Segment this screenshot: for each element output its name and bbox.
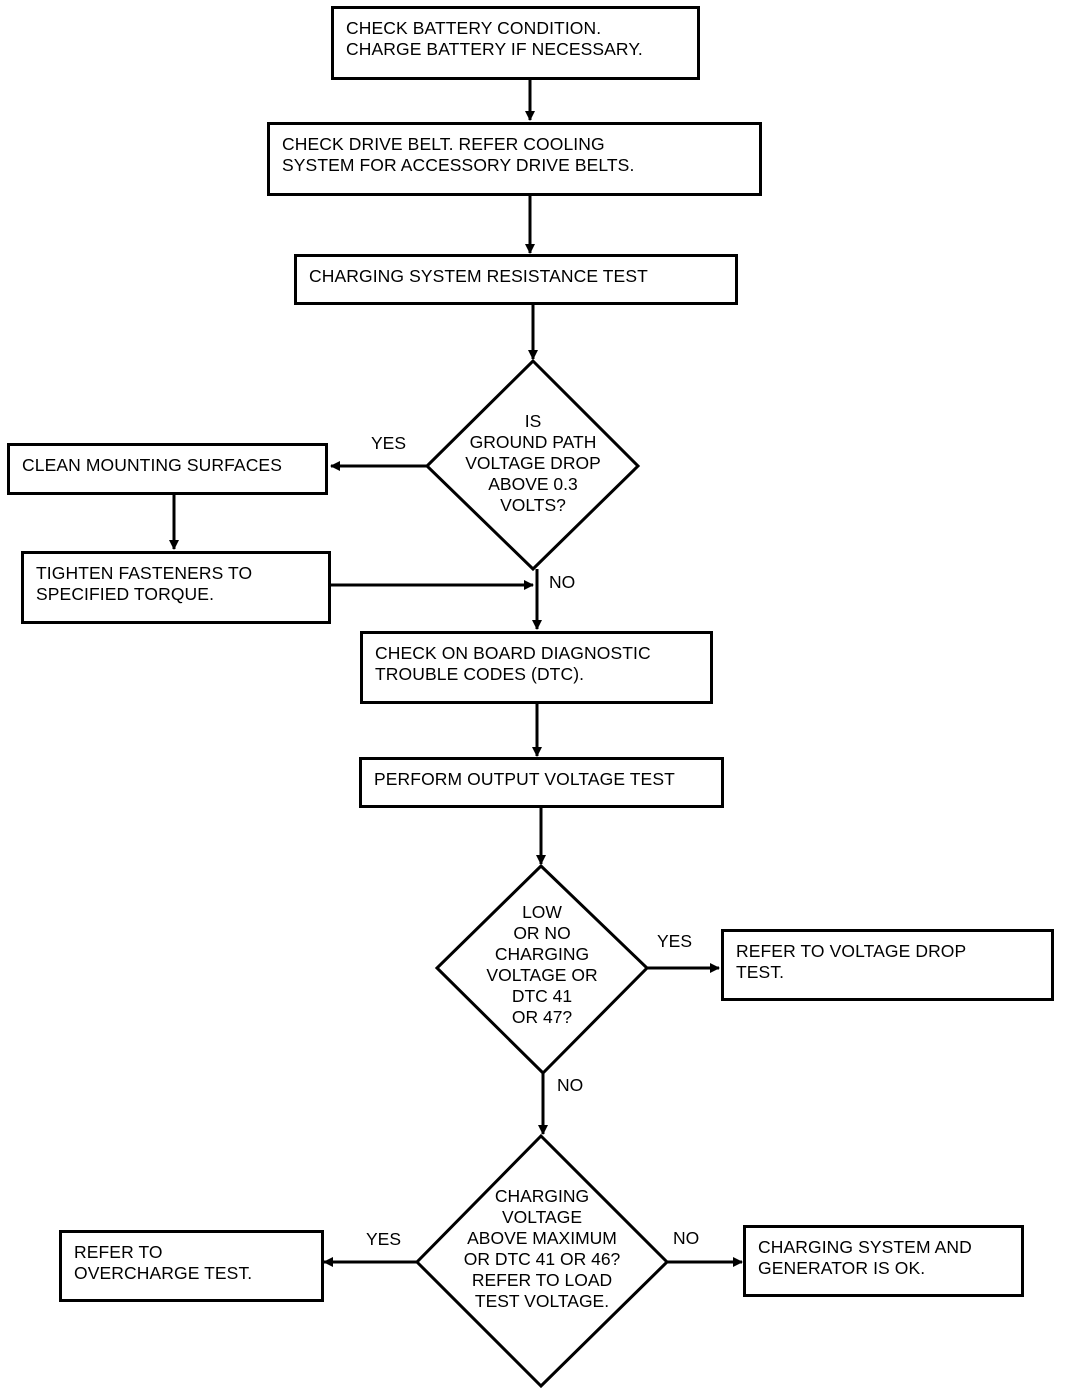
decision-text-line: OR DTC 41 OR 46? [463, 1249, 621, 1269]
step-text-line: CHECK ON BOARD DIAGNOSTIC [375, 643, 651, 663]
decision-text-line: ABOVE 0.3 [488, 474, 578, 494]
decision-ground-diamond [424, 358, 641, 572]
step-system-ok: CHARGING SYSTEM AND GENERATOR IS OK. [743, 1225, 1024, 1297]
edge-label-low-yes: YES [657, 931, 693, 951]
step-text-line: GENERATOR IS OK. [758, 1258, 926, 1278]
step-tighten-fasteners: TIGHTEN FASTENERS TO SPECIFIED TORQUE. [21, 551, 331, 624]
step-text-line: CHARGE BATTERY IF NECESSARY. [346, 39, 643, 59]
decision-ground-text: IS GROUND PATH VOLTAGE DROP ABOVE 0.3 VO… [443, 411, 623, 516]
step-text-line: CHECK BATTERY CONDITION. [346, 18, 602, 38]
decision-text-line: CHARGING [494, 944, 590, 964]
decision-text-line: IS [524, 411, 542, 431]
decision-text-line: DTC 41 [511, 986, 573, 1006]
step-text-line: PERFORM OUTPUT VOLTAGE TEST [374, 769, 675, 789]
decision-text-line: CHARGING [494, 1186, 590, 1206]
step-refer-voltage-drop: REFER TO VOLTAGE DROP TEST. [721, 929, 1054, 1001]
decision-above-diamond [414, 1133, 670, 1389]
step-text-line: CHARGING SYSTEM RESISTANCE TEST [309, 266, 648, 286]
step-text-line: REFER TO VOLTAGE DROP [736, 941, 967, 961]
step-text-line: CLEAN MOUNTING SURFACES [22, 455, 282, 475]
step-check-drive-belt: CHECK DRIVE BELT. REFER COOLING SYSTEM F… [267, 122, 762, 196]
decision-text-line: VOLTAGE DROP [465, 453, 601, 473]
step-text-line: REFER TO [74, 1242, 163, 1262]
step-refer-overcharge: REFER TO OVERCHARGE TEST. [59, 1230, 324, 1302]
step-check-battery: CHECK BATTERY CONDITION. CHARGE BATTERY … [331, 6, 700, 80]
step-resistance-test: CHARGING SYSTEM RESISTANCE TEST [294, 254, 738, 305]
step-text-line: TIGHTEN FASTENERS TO [36, 563, 253, 583]
edge-label-above-no: NO [673, 1228, 700, 1248]
step-text-line: TEST. [736, 962, 785, 982]
decision-text-line: VOLTAGE OR [486, 965, 598, 985]
decision-text-line: GROUND PATH [469, 432, 597, 452]
step-text-line: CHARGING SYSTEM AND [758, 1237, 972, 1257]
edge-label-low-no: NO [557, 1075, 584, 1095]
decision-text-line: REFER TO LOAD [471, 1270, 613, 1290]
edge-label-ground-yes: YES [371, 433, 407, 453]
decision-text-line: LOW [522, 902, 562, 922]
decision-text-line: VOLTS? [500, 495, 566, 515]
edge-label-ground-no: NO [549, 572, 576, 592]
edge-label-above-yes: YES [366, 1229, 402, 1249]
decision-text-line: OR 47? [511, 1007, 573, 1027]
step-text-line: CHECK DRIVE BELT. REFER COOLING [282, 134, 605, 154]
step-text-line: OVERCHARGE TEST. [74, 1263, 253, 1283]
step-text-line: SYSTEM FOR ACCESSORY DRIVE BELTS. [282, 155, 635, 175]
decision-text-line: ABOVE MAXIMUM [467, 1228, 617, 1248]
step-clean-mounting-surfaces: CLEAN MOUNTING SURFACES [7, 443, 328, 495]
decision-text-line: TEST VOLTAGE. [474, 1291, 610, 1311]
step-text-line: SPECIFIED TORQUE. [36, 584, 215, 604]
decision-text-line: OR NO [513, 923, 571, 943]
decision-low-diamond [434, 863, 650, 1076]
step-check-dtc: CHECK ON BOARD DIAGNOSTIC TROUBLE CODES … [360, 631, 713, 704]
decision-low-text: LOW OR NO CHARGING VOLTAGE OR DTC 41 OR … [452, 902, 632, 1028]
step-text-line: TROUBLE CODES (DTC). [375, 664, 585, 684]
decision-text-line: VOLTAGE [501, 1207, 583, 1227]
step-output-voltage-test: PERFORM OUTPUT VOLTAGE TEST [359, 757, 724, 808]
decision-above-text: CHARGING VOLTAGE ABOVE MAXIMUM OR DTC 41… [432, 1186, 652, 1312]
